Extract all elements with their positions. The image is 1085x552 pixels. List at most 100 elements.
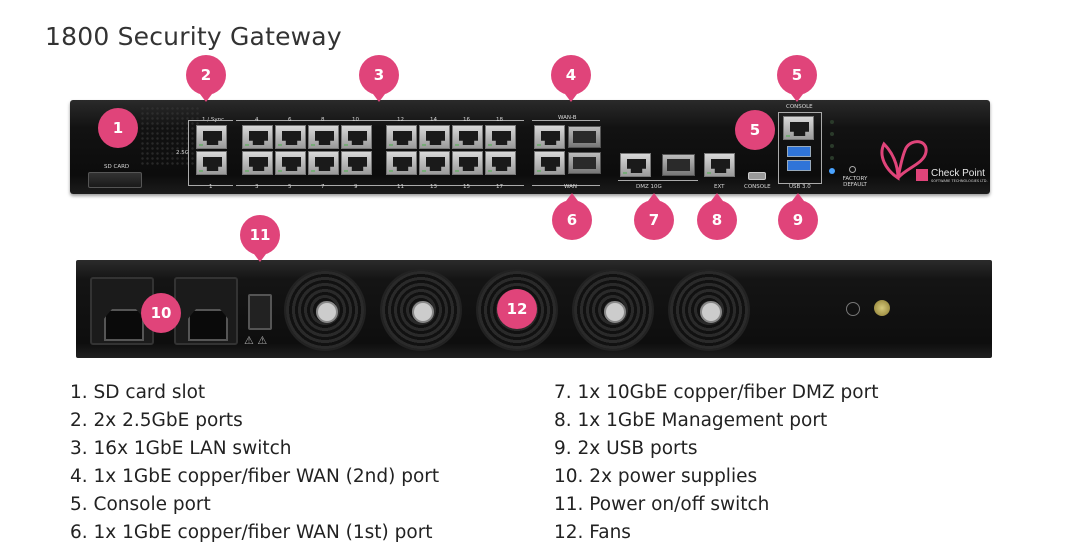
callout-badge-7: 7 xyxy=(634,193,674,240)
speed-label: 2.5G xyxy=(176,150,190,156)
port-number: 13 xyxy=(430,184,437,190)
port-number: 11 xyxy=(397,184,404,190)
port-number: 14 xyxy=(430,117,437,123)
usb-label: USB 3.0 xyxy=(789,184,811,190)
micro-usb-console-port[interactable] xyxy=(748,172,766,180)
port-number: 17 xyxy=(496,184,503,190)
port-number: 4 xyxy=(255,117,259,123)
ext-label: EXT xyxy=(714,184,725,190)
lan-port[interactable] xyxy=(275,125,306,149)
port-number-1: 1 xyxy=(209,184,213,190)
wan-sfp-port[interactable] xyxy=(568,152,601,174)
console-micro-label: CONSOLE xyxy=(744,184,771,190)
callout-badge-11: 11 xyxy=(240,215,280,262)
lan-port[interactable] xyxy=(419,125,450,149)
callout-badge-10: 10 xyxy=(141,293,181,333)
lan-port[interactable] xyxy=(341,125,372,149)
lan-port[interactable] xyxy=(242,151,273,175)
legend-item: 9. 2x USB ports xyxy=(554,438,698,459)
status-led xyxy=(830,144,834,148)
legend-left: 1. SD card slot 2. 2x 2.5GbE ports 3. 16… xyxy=(70,379,439,547)
wan-b-sfp-port[interactable] xyxy=(568,126,601,148)
usb-port[interactable] xyxy=(787,160,811,171)
dmz-sfp-port[interactable] xyxy=(662,154,695,176)
callout-badge-6: 6 xyxy=(552,193,592,240)
port-number: 16 xyxy=(463,117,470,123)
port-number: 8 xyxy=(321,117,325,123)
fan xyxy=(284,269,366,351)
legend-item: 4. 1x 1GbE copper/fiber WAN (2nd) port xyxy=(70,466,440,487)
console-rj45-port[interactable] xyxy=(783,116,814,140)
ground-screw xyxy=(874,300,890,316)
lan-port[interactable] xyxy=(419,151,450,175)
power-switch[interactable] xyxy=(248,294,272,330)
vent-dots xyxy=(140,106,200,166)
callout-badge-8: 8 xyxy=(697,193,737,240)
fan xyxy=(572,269,654,351)
port-number: 3 xyxy=(255,184,259,190)
wan-bracket xyxy=(532,120,600,186)
legend-right: 7. 1x 10GbE copper/fiber DMZ port 8. 1x … xyxy=(554,379,878,547)
port-number: 9 xyxy=(354,184,358,190)
ext-management-port[interactable] xyxy=(704,153,735,177)
lan-port[interactable] xyxy=(485,151,516,175)
power-led xyxy=(829,168,835,174)
legend-item: 8. 1x 1GbE Management port xyxy=(554,410,828,431)
port-number: 15 xyxy=(463,184,470,190)
port-bracket-2g xyxy=(188,120,233,186)
legend-item: 5. Console port xyxy=(70,494,211,515)
brand-logo-icon xyxy=(880,140,928,181)
lan-port[interactable] xyxy=(308,151,339,175)
callout-badge-4: 4 xyxy=(551,55,591,102)
status-led xyxy=(830,132,834,136)
port-2g-bottom[interactable] xyxy=(196,151,227,175)
port-number: 12 xyxy=(397,117,404,123)
usb-port[interactable] xyxy=(787,146,811,157)
status-led xyxy=(830,120,834,124)
sd-card-slot[interactable] xyxy=(88,172,142,188)
callout-badge-5-console: 5 xyxy=(777,55,817,102)
factory-default-button[interactable] xyxy=(849,166,856,173)
console-usb-bracket xyxy=(778,112,822,184)
ground-icon xyxy=(846,302,860,316)
wan-label: WAN xyxy=(564,184,578,190)
fan xyxy=(668,269,750,351)
brand-subtext: SOFTWARE TECHNOLOGIES LTD. xyxy=(931,179,988,183)
lan-port[interactable] xyxy=(275,151,306,175)
port-2g-top[interactable] xyxy=(196,125,227,149)
lan-port[interactable] xyxy=(242,125,273,149)
legend-item: 11. Power on/off switch xyxy=(554,494,770,515)
lan-port[interactable] xyxy=(452,151,483,175)
lan-port[interactable] xyxy=(452,125,483,149)
lan-port[interactable] xyxy=(308,125,339,149)
port-number: 5 xyxy=(288,184,292,190)
port-number: 10 xyxy=(352,117,359,123)
callout-badge-12: 12 xyxy=(497,289,537,329)
port-number: 7 xyxy=(321,184,325,190)
lan-port[interactable] xyxy=(386,125,417,149)
wan-b-rj45-port[interactable] xyxy=(534,125,565,149)
factory-default-label: FACTORY DEFAULT xyxy=(842,176,868,188)
fan xyxy=(380,269,462,351)
brand-mark-icon xyxy=(916,169,928,181)
wan-rj45-port[interactable] xyxy=(534,151,565,175)
lan-switch-bracket xyxy=(236,120,524,186)
page-title: 1800 Security Gateway xyxy=(45,22,342,51)
lan-port[interactable] xyxy=(386,151,417,175)
status-led xyxy=(830,156,834,160)
dmz-rj45-port[interactable] xyxy=(620,153,651,177)
sd-card-label: SD CARD xyxy=(104,164,130,170)
legend-item: 10. 2x power supplies xyxy=(554,466,758,487)
legend-item: 1. SD card slot xyxy=(70,382,206,403)
brand-text: Check Point xyxy=(931,168,985,179)
legend-item: 6. 1x 1GbE copper/fiber WAN (1st) port xyxy=(70,522,433,543)
lan-port[interactable] xyxy=(485,125,516,149)
wan-b-label: WAN-B xyxy=(558,115,577,121)
legend-item: 12. Fans xyxy=(554,522,631,543)
legend-item: 7. 1x 10GbE copper/fiber DMZ port xyxy=(554,382,879,403)
callout-badge-1: 1 xyxy=(98,108,138,148)
callout-badge-9: 9 xyxy=(778,193,818,240)
front-panel: SD CARD 1 / Sync 2.5G 1 4 6 8 10 12 14 1… xyxy=(70,100,990,194)
lan-port[interactable] xyxy=(341,151,372,175)
callout-badge-2: 2 xyxy=(186,55,226,102)
